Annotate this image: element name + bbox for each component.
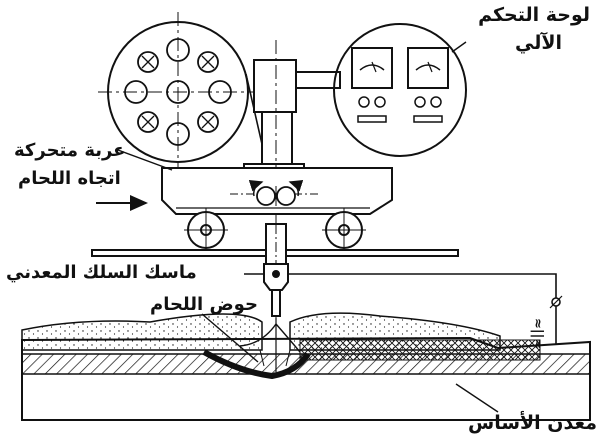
control-panel-label-line2: الآلي — [514, 32, 562, 54]
wire-reel — [98, 12, 258, 172]
moving-carriage-label: عربة متحركة — [14, 140, 126, 161]
leader-lines — [117, 41, 499, 413]
drive-rollers — [248, 180, 304, 206]
carriage-wheels — [184, 208, 366, 252]
flux-layer — [21, 312, 501, 351]
welding-direction-label: اتجاه اللحام — [18, 168, 121, 189]
control-panel — [333, 23, 467, 157]
control-panel-label-line1: لوحة التحكم — [478, 4, 590, 26]
wire-holder-torch — [263, 223, 289, 318]
base-metal-label: معدن الأساس — [468, 412, 597, 434]
weld-pool-label: حوض اللحام — [150, 294, 258, 315]
carriage — [161, 167, 393, 215]
weld-pool — [202, 318, 311, 380]
wire-holder-label: ماسك السلك المعدني — [6, 262, 197, 283]
power-source-symbol: ≈||≈ — [530, 318, 545, 350]
